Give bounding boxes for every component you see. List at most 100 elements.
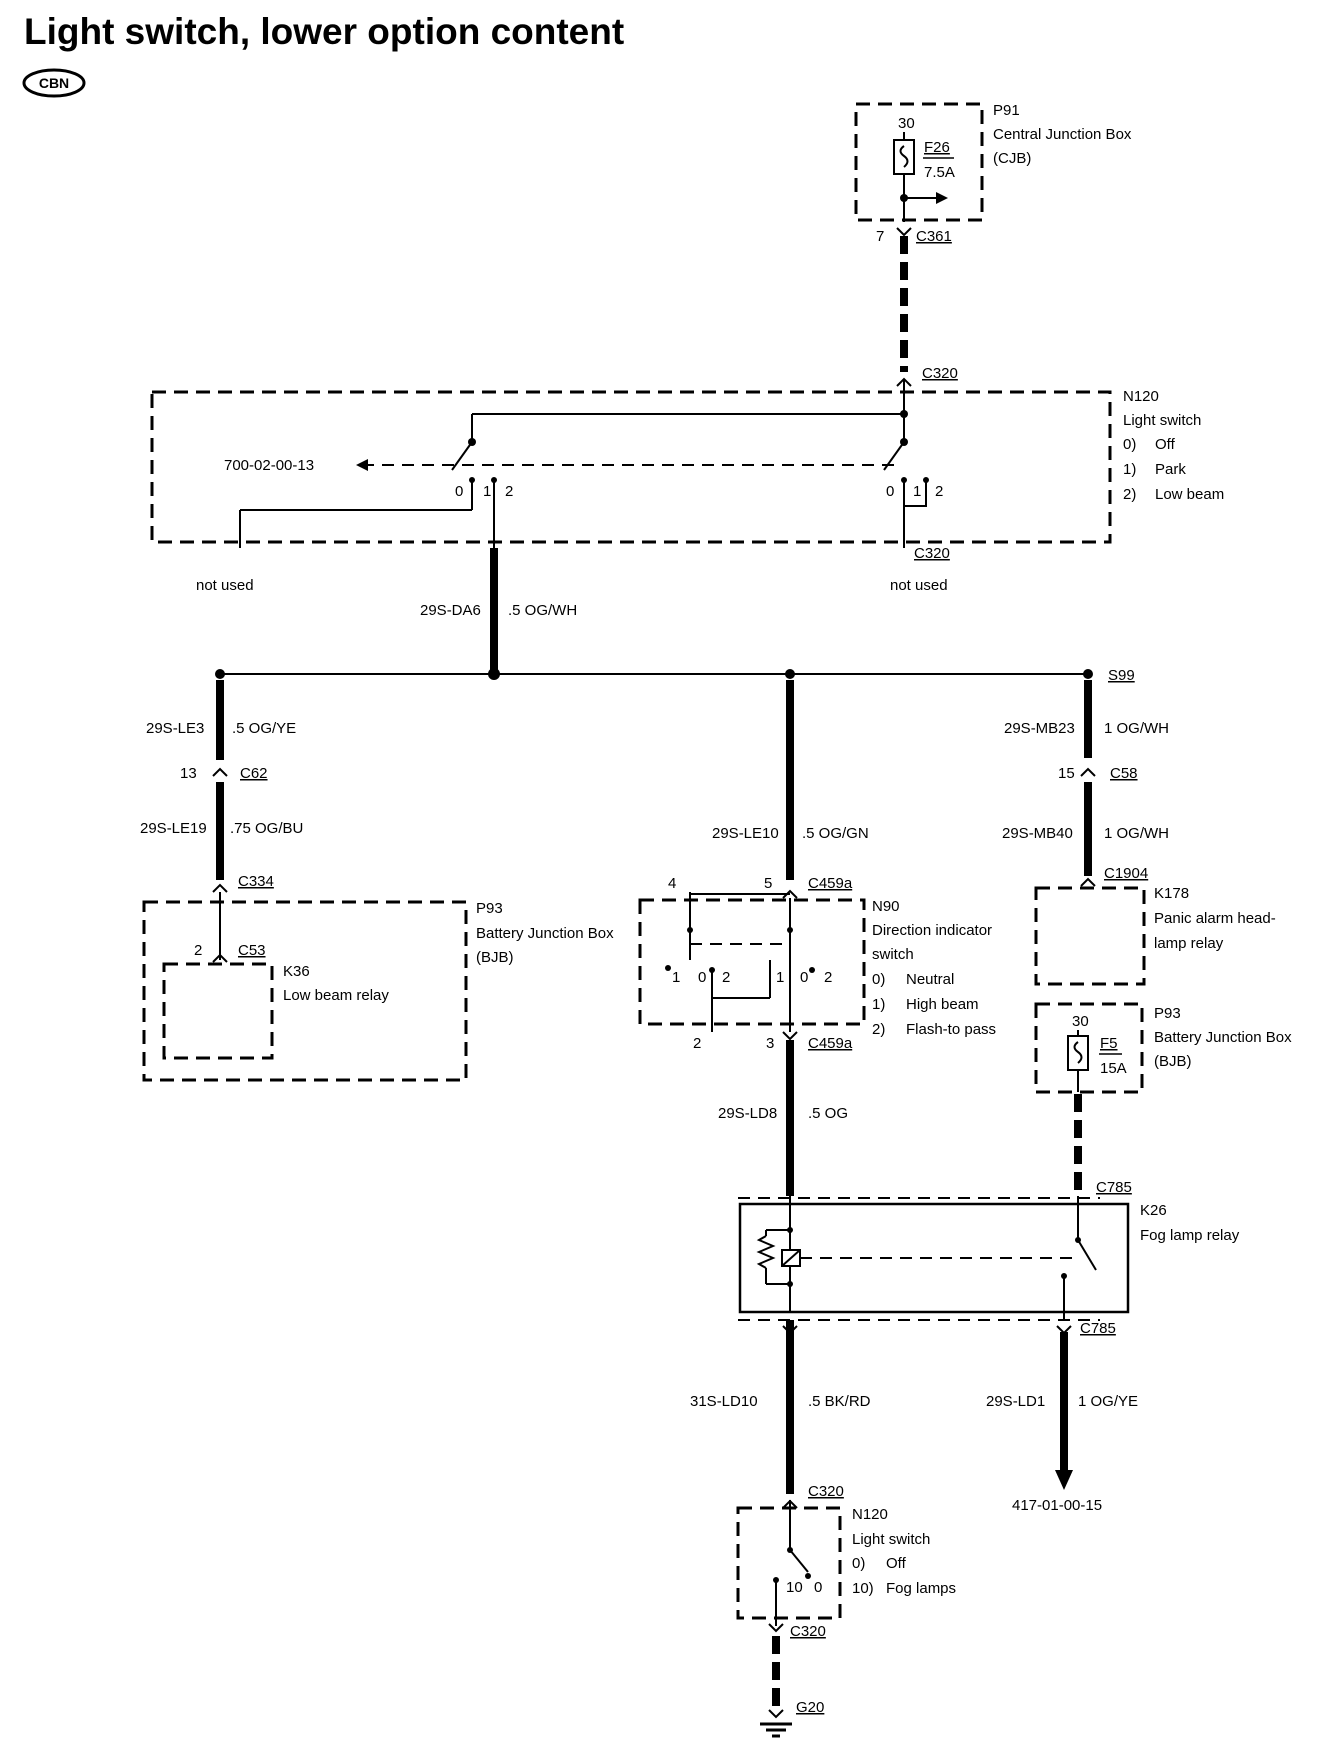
wire-ld10-code: 31S-LD10 — [690, 1393, 758, 1410]
wire-le10-code: 29S-LE10 — [712, 825, 779, 842]
n120-top-pos-1-num: 1) — [1123, 461, 1136, 478]
wire-le3-code: 29S-LE3 — [146, 720, 204, 737]
n90-pin-br: 3 — [766, 1035, 774, 1052]
wire-mb23-connector: C58 — [1110, 765, 1138, 782]
p93-right-fuse-id: F5 — [1100, 1035, 1118, 1052]
p91-name: Central Junction Box — [993, 126, 1132, 143]
wire-da6-spec: .5 OG/WH — [508, 602, 577, 619]
n120-top-right-pin-0: 0 — [886, 483, 894, 500]
p93-right-fuse-pin: 30 — [1072, 1013, 1089, 1030]
p91-abbr: (CJB) — [993, 150, 1031, 167]
wire-mb40-spec: 1 OG/WH — [1104, 825, 1169, 842]
p93-right-abbr: (BJB) — [1154, 1053, 1192, 1070]
n120-top-right-pin-1: 1 — [913, 483, 921, 500]
arrow-down-icon — [1055, 1470, 1073, 1490]
n90-pos-2-num: 2) — [872, 1021, 885, 1038]
p93-right-battery-junction-box: 30 F5 15A P93 Battery Junction Box (BJB) — [1034, 1002, 1292, 1094]
n90-left-pin-0: 0 — [698, 969, 706, 986]
n120-bottom-name: Light switch — [852, 1531, 930, 1548]
n90-name2: switch — [872, 946, 914, 963]
p91-pin: 7 — [876, 228, 884, 245]
ground-icon — [760, 1722, 792, 1738]
n90-pos-1-label: High beam — [906, 996, 979, 1013]
switch-blade — [789, 1549, 809, 1573]
wire-ld1-code: 29S-LD1 — [986, 1393, 1045, 1410]
n90-direction-indicator-switch: 4 5 C459a 1 0 2 1 0 2 2 3 C459a N90 Dire… — [638, 875, 996, 1052]
p93-left-name: Battery Junction Box — [476, 925, 614, 942]
p93-right-id: P93 — [1154, 1005, 1181, 1022]
wire-le10-spec: .5 OG/GN — [802, 825, 869, 842]
n120-bottom-pos-1-label: Fog lamps — [886, 1580, 956, 1597]
n90-pos-1-num: 1) — [872, 996, 885, 1013]
n120-light-switch-top: C320 700-02-00-13 0 1 2 0 1 2 — [150, 365, 1224, 594]
p93-left-id: P93 — [476, 900, 503, 917]
splice-s99: S99 — [1108, 667, 1135, 684]
n90-pos-2-label: Flash-to pass — [906, 1021, 996, 1038]
badge-label: CBN — [39, 75, 69, 91]
n120-bottom-conn-top: C320 — [808, 1483, 844, 1500]
relay-switch-blade — [1077, 1239, 1097, 1271]
p91-fuse-rating: 7.5A — [924, 164, 955, 181]
n120-top-id: N120 — [1123, 388, 1159, 405]
n120-top-right-pin-2: 2 — [935, 483, 943, 500]
ground-g20: G20 — [796, 1699, 824, 1716]
n120-bottom-id: N120 — [852, 1506, 888, 1523]
n90-left-pin-2: 2 — [722, 969, 730, 986]
n120-bottom-pin-10: 10 — [786, 1579, 803, 1596]
wire-le3-pin: 13 — [180, 765, 197, 782]
wire-mb23-pin: 15 — [1058, 765, 1075, 782]
p91-central-junction-box: 30 F26 7.5A P91 Central Junction Box (CJ… — [854, 102, 1132, 245]
k36-low-beam-relay — [162, 962, 274, 1060]
resistor-icon — [756, 1235, 776, 1269]
k178-name2: lamp relay — [1154, 935, 1224, 952]
wire-ld1-spec: 1 OG/YE — [1078, 1393, 1138, 1410]
n90-conn-bottom: C459a — [808, 1035, 853, 1052]
wire-le3-spec: .5 OG/YE — [232, 720, 296, 737]
n120-top-conn-bottom: C320 — [914, 545, 950, 562]
k178-id: K178 — [1154, 885, 1189, 902]
n120-bottom-pos-0-label: Off — [886, 1555, 907, 1572]
n90-pos-0-label: Neutral — [906, 971, 954, 988]
p91-fuse-id: F26 — [924, 139, 950, 156]
n120-top-not-used-right: not used — [890, 577, 948, 594]
k26-conn-bottom: C785 — [1080, 1320, 1116, 1337]
k26-name: Fog lamp relay — [1140, 1227, 1240, 1244]
p93-left-battery-junction-box: 2 C53 K36 Low beam relay P93 Battery Jun… — [142, 892, 614, 1082]
wire-le19-code: 29S-LE19 — [140, 820, 207, 837]
n120-top-ref: 700-02-00-13 — [224, 457, 314, 474]
n90-right-pin-1: 1 — [776, 969, 784, 986]
n120-top-pos-0-num: 0) — [1123, 436, 1136, 453]
n90-name: Direction indicator — [872, 922, 992, 939]
n120-bottom-conn-bottom: C320 — [790, 1623, 826, 1640]
n90-left-pin-1: 1 — [672, 969, 680, 986]
n120-top-not-used-left: not used — [196, 577, 254, 594]
k178-connector: C1904 — [1104, 865, 1148, 882]
region-badge: CBN — [22, 68, 86, 98]
n120-top-left-pin-1: 1 — [483, 483, 491, 500]
n90-pin-tr: 5 — [764, 875, 772, 892]
wire-le3-connector: C62 — [240, 765, 268, 782]
p93-right-fuse-rating: 15A — [1100, 1060, 1127, 1077]
wire-ld1-ref: 417-01-00-15 — [1012, 1497, 1102, 1514]
wire-mb40-code: 29S-MB40 — [1002, 825, 1073, 842]
n90-right-pin-0: 0 — [800, 969, 808, 986]
n90-id: N90 — [872, 898, 900, 915]
n120-bottom-pos-0-num: 0) — [852, 1555, 865, 1572]
k36-name: Low beam relay — [283, 987, 389, 1004]
k36-pin: 2 — [194, 942, 202, 959]
p93-right-name: Battery Junction Box — [1154, 1029, 1292, 1046]
k26-id: K26 — [1140, 1202, 1167, 1219]
k26-conn-top: C785 — [1096, 1179, 1132, 1196]
k36-id: K36 — [283, 963, 310, 980]
arrow-link-icon — [356, 459, 368, 471]
n90-right-pin-2: 2 — [824, 969, 832, 986]
n120-top-pos-2-num: 2) — [1123, 486, 1136, 503]
n120-top-pos-1-label: Park — [1155, 461, 1186, 478]
n120-top-left-pin-0: 0 — [455, 483, 463, 500]
n120-bottom-pin-0: 0 — [814, 1579, 822, 1596]
p91-connector: C361 — [916, 228, 952, 245]
n120-top-conn-top: C320 — [922, 365, 958, 382]
n120-bottom-pos-1-num: 10) — [852, 1580, 874, 1597]
n90-pin-tl: 4 — [668, 875, 676, 892]
